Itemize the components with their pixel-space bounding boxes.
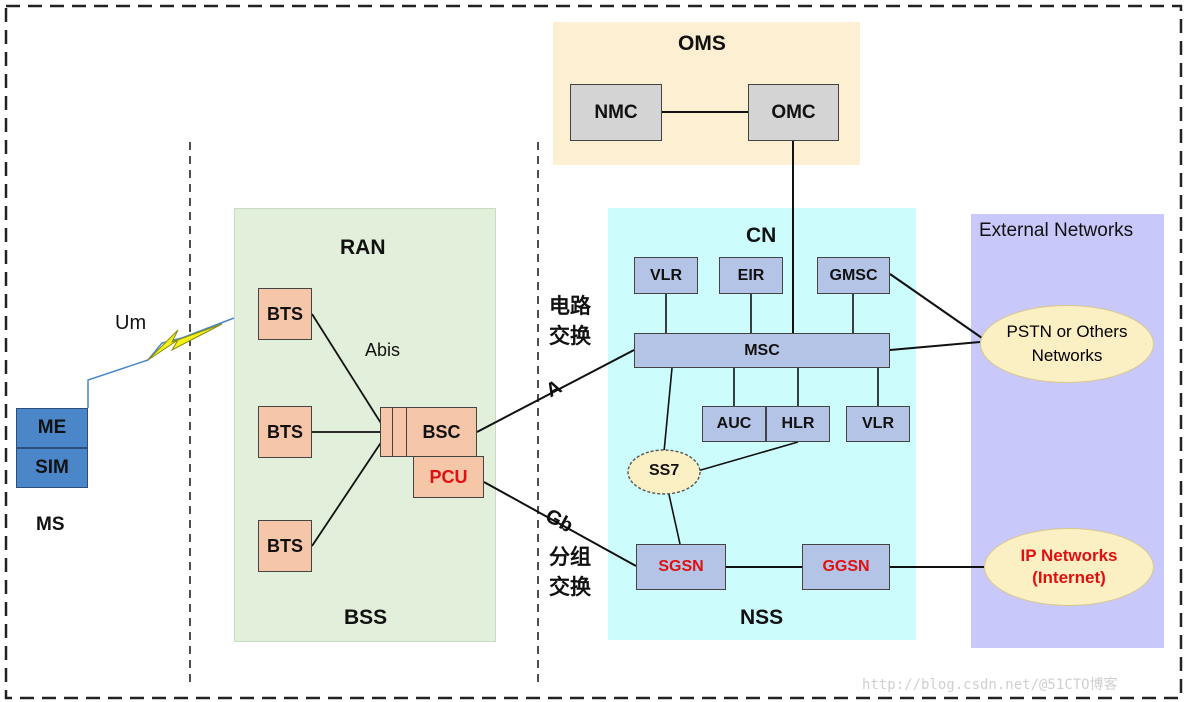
link-ss7-hlr <box>693 441 799 473</box>
ip-network-node[interactable]: IP Networks (Internet) <box>984 528 1154 606</box>
lightning-bolt <box>147 323 223 361</box>
circuit-switch-label-2: 交换 <box>549 325 591 348</box>
packet-switch-label-2: 交换 <box>549 576 591 599</box>
gmsc-node[interactable]: GMSC <box>817 257 890 294</box>
ran-title: RAN <box>340 236 386 259</box>
link-bts3-bsc <box>311 437 385 547</box>
bts-node-2[interactable]: BTS <box>258 406 312 458</box>
ip-network-label-1: IP Networks <box>1020 546 1118 565</box>
me-node[interactable]: ME <box>16 408 88 448</box>
link-gb-interface <box>483 481 637 567</box>
outer-border <box>4 4 1183 700</box>
ggsn-node[interactable]: GGSN <box>802 544 890 590</box>
circuit-switch-label-1: 电路 <box>549 295 591 318</box>
oms-title: OMS <box>678 32 726 55</box>
ss7-node[interactable]: SS7 <box>649 462 680 479</box>
hlr-node[interactable]: HLR <box>766 406 830 442</box>
nss-title: NSS <box>740 606 784 629</box>
um-label: Um <box>115 312 147 334</box>
link-msc-pstn <box>889 341 981 351</box>
bts-node-3[interactable]: BTS <box>258 520 312 572</box>
ms-title: MS <box>36 514 65 535</box>
vlr-node-top[interactable]: VLR <box>634 257 698 294</box>
msc-node[interactable]: MSC <box>634 333 890 368</box>
eir-node[interactable]: EIR <box>719 257 783 294</box>
link-bts1-bsc <box>311 313 385 429</box>
link-a-interface <box>476 349 635 433</box>
bts-node-1[interactable]: BTS <box>258 288 312 340</box>
nmc-node[interactable]: NMC <box>570 84 662 141</box>
link-gmsc-pstn <box>889 273 983 339</box>
abis-label: Abis <box>365 340 401 360</box>
link-ss7-sgsn <box>667 489 681 545</box>
pstn-network-node[interactable]: PSTN or Others Networks <box>980 305 1154 383</box>
bss-title: BSS <box>344 606 388 629</box>
sgsn-node[interactable]: SGSN <box>636 544 726 590</box>
pstn-network-label: PSTN or Others Networks <box>1006 322 1128 365</box>
ip-network-label-2: (Internet) <box>1032 568 1106 587</box>
watermark-text: http://blog.csdn.net/@51CTO博客 <box>862 677 1118 693</box>
auc-node[interactable]: AUC <box>702 406 766 442</box>
vlr-node-bottom[interactable]: VLR <box>846 406 910 442</box>
um-line <box>87 317 235 408</box>
external-title: External Networks <box>979 220 1134 241</box>
sim-node[interactable]: SIM <box>16 448 88 488</box>
cn-title: CN <box>746 224 777 247</box>
packet-switch-label-1: 分组 <box>549 546 591 569</box>
pcu-node[interactable]: PCU <box>413 456 484 498</box>
link-msc-ss7 <box>663 367 673 453</box>
omc-node[interactable]: OMC <box>748 84 839 141</box>
bsc-node[interactable]: BSC <box>406 407 477 457</box>
